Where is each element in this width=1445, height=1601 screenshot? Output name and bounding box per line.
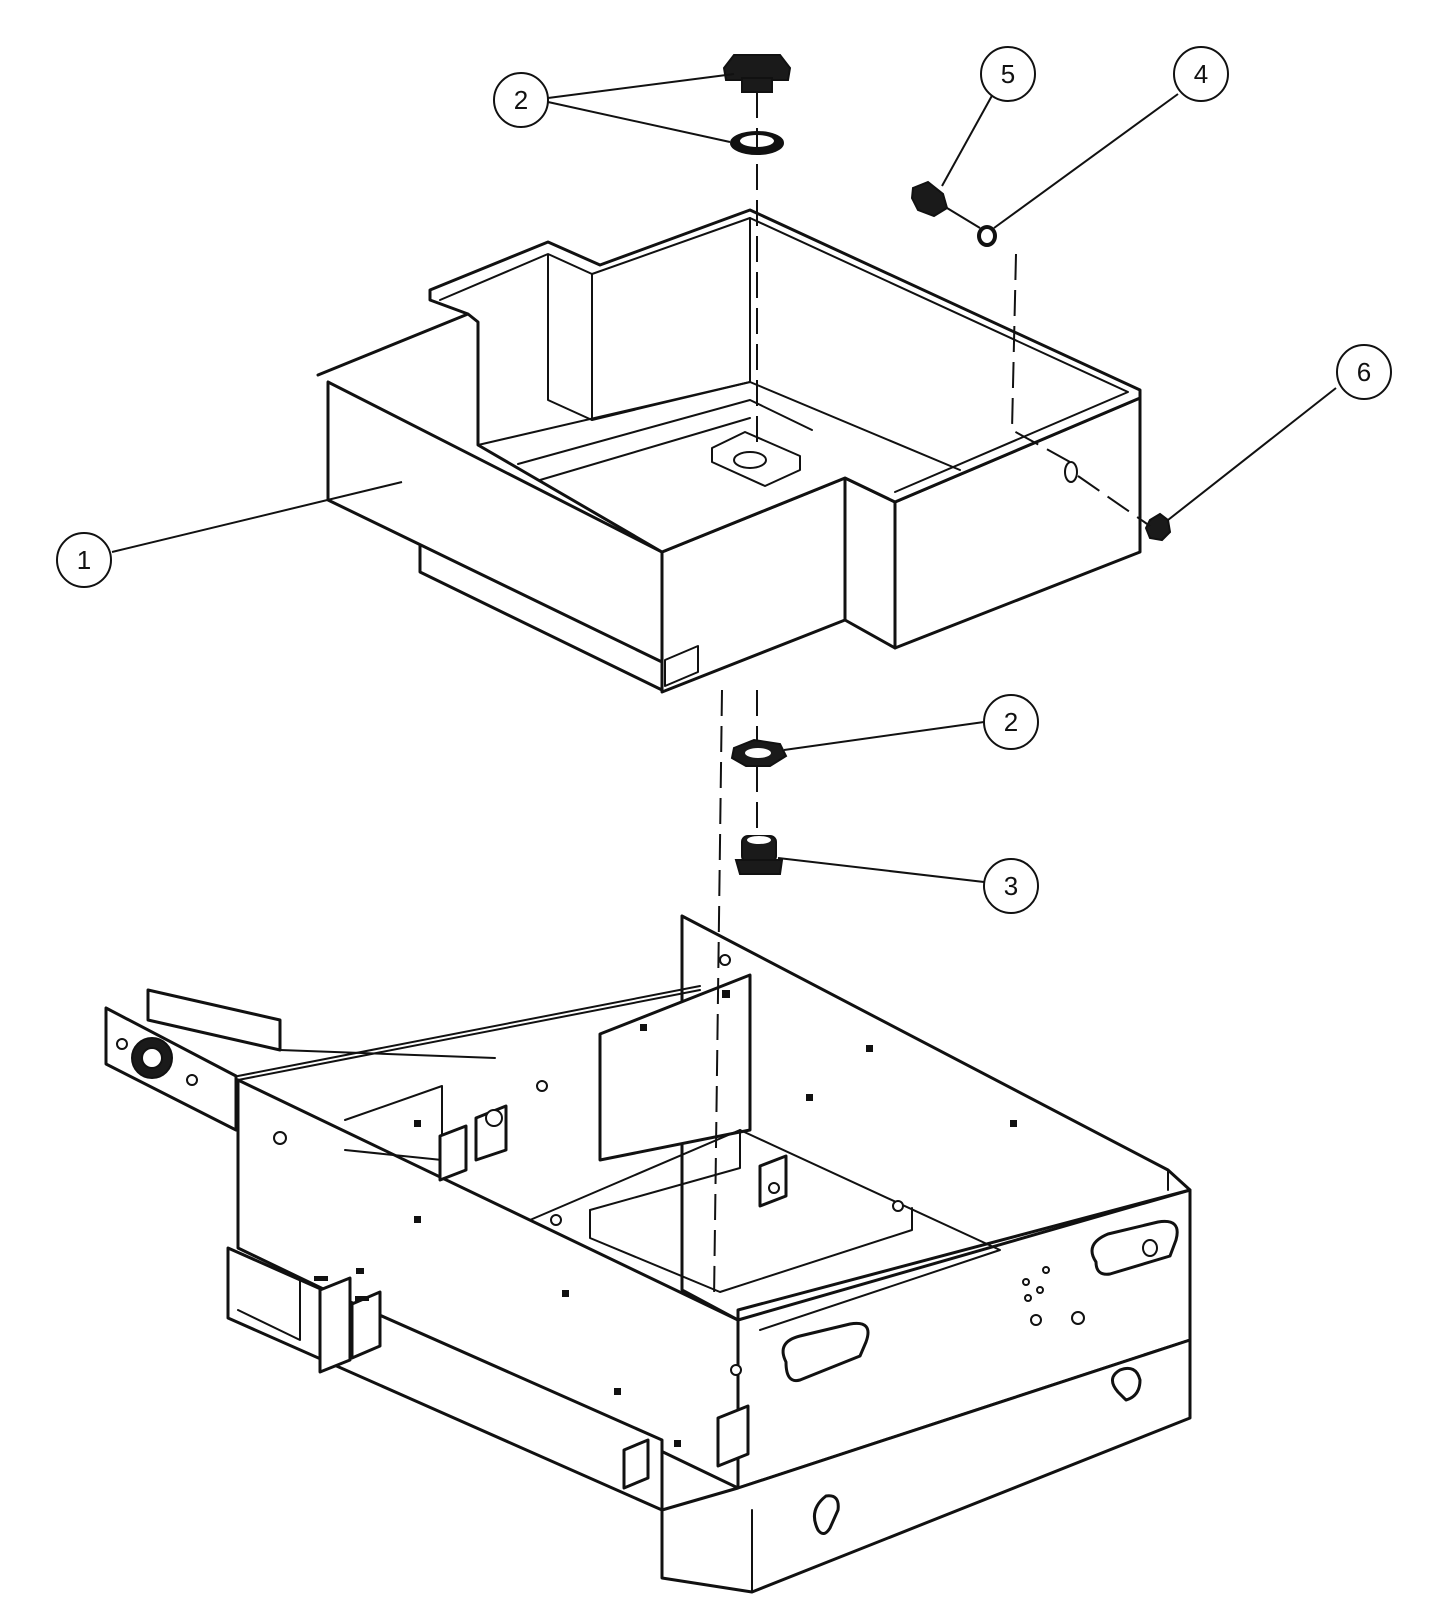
callout-2-top-number: 2 — [514, 85, 528, 115]
callout-5: 5 — [980, 46, 1036, 102]
hex-nut-part — [730, 738, 788, 767]
small-o-ring-part — [977, 225, 997, 247]
tank-tray-part — [316, 208, 1142, 694]
frame-chassis — [104, 914, 1192, 1594]
callout-3-number: 3 — [1004, 871, 1018, 901]
callout-1: 1 — [56, 532, 112, 588]
bushing-part — [734, 835, 784, 875]
callout-5-number: 5 — [1001, 59, 1015, 89]
callout-6: 6 — [1336, 344, 1392, 400]
callout-2-lower: 2 — [983, 694, 1039, 750]
callout-6-number: 6 — [1357, 357, 1371, 387]
callout-2-top: 2 — [493, 72, 549, 128]
callout-2-lower-number: 2 — [1004, 707, 1018, 737]
callout-1-number: 1 — [77, 545, 91, 575]
leader-lines — [111, 73, 1337, 883]
fitting-part — [910, 180, 949, 218]
callout-3: 3 — [983, 858, 1039, 914]
callout-4: 4 — [1173, 46, 1229, 102]
side-nut-part — [1144, 512, 1172, 542]
callout-4-number: 4 — [1194, 59, 1208, 89]
alignment-lines — [713, 92, 1151, 1301]
